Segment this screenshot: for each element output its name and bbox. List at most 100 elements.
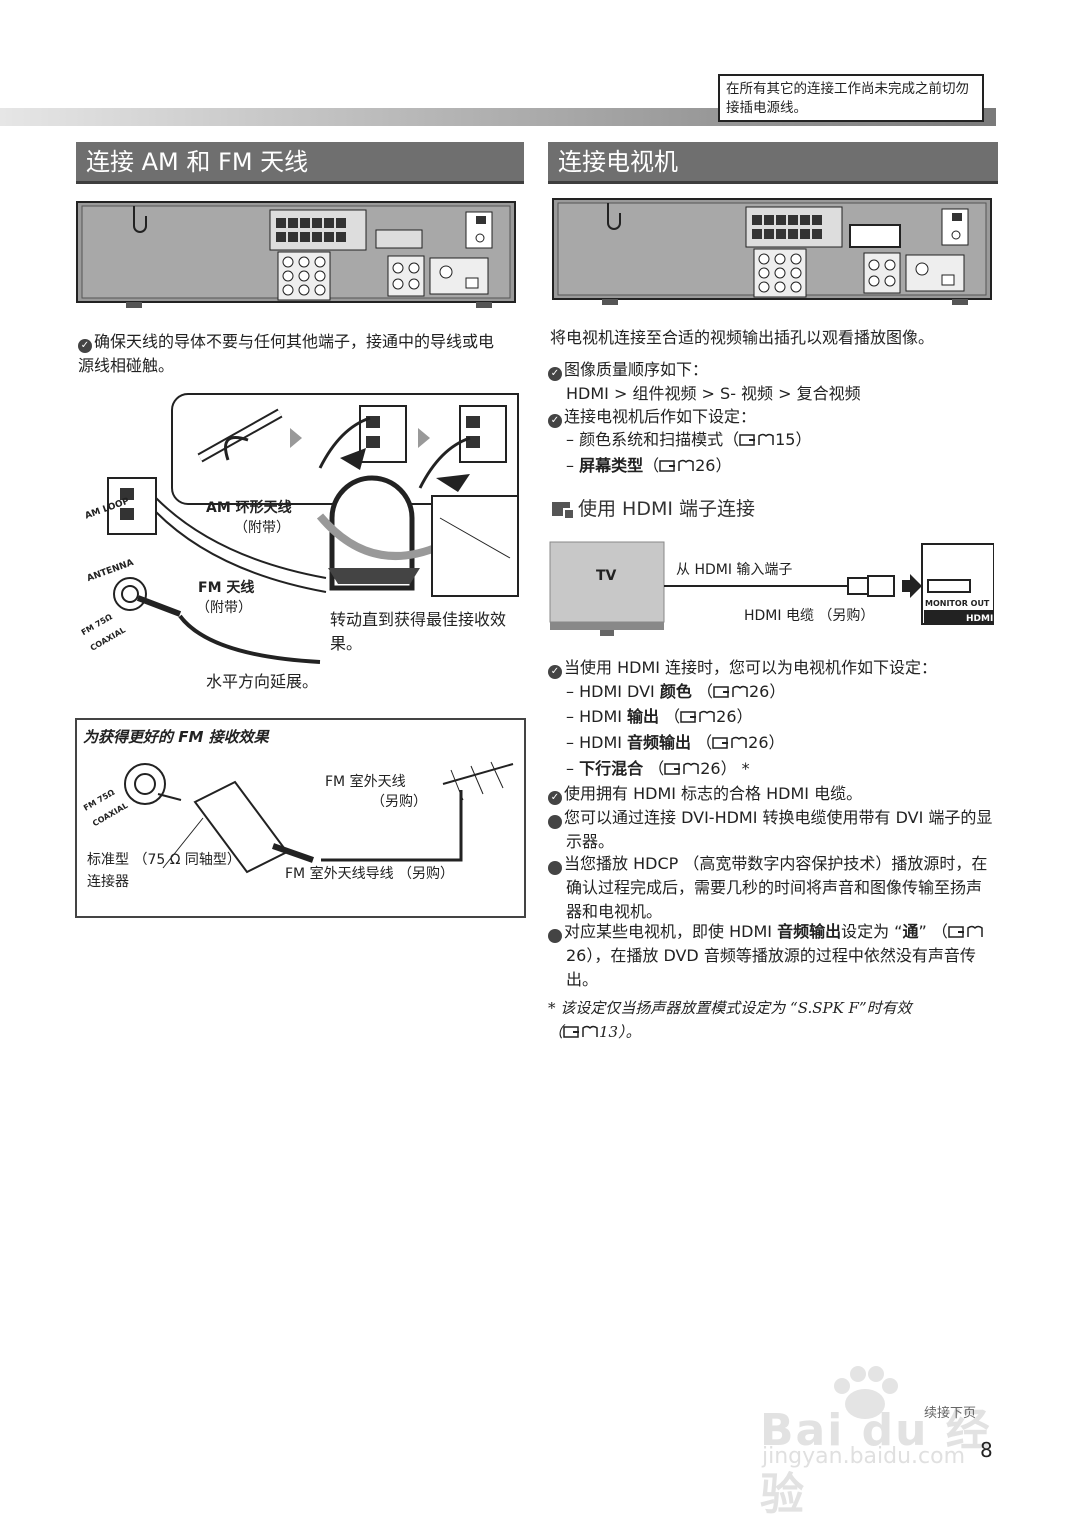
hdmi-settings-intro: ✓当使用 HDMI 连接时，您可以为电视机作如下设定： [548,656,937,680]
text-part: 设定为 “ [841,922,903,941]
text-part: 对应某些电视机，即使 HDMI [564,922,778,941]
hdmi-setting-item: – HDMI DVI 颜色 （26） [566,682,786,701]
standard-connector-label-1: 标准型 （75 Ω 同轴型） [87,852,241,868]
check-bullet-icon: ✓ [548,367,562,381]
audio-output-note: ✓对应某些电视机，即使 HDMI 音频输出设定为 “通” （ 26），在播放 DV… [542,920,994,992]
hdmi-port-label: HDMI [966,614,994,624]
am-loop-antenna-label: AM 环形天线 [206,500,292,516]
dvi-note-text: 您可以通过连接 DVI-HDMI 转换电缆使用带有 DVI 端子的显示器。 [564,808,993,851]
lead-wire-label: FM 室外天线导线 （另购） [285,866,455,882]
item-bold: 输出 [627,707,660,726]
continued-label: 续接下页 [924,1406,977,1421]
certified-cable-note: ✓使用拥有 HDMI 标志的合格 HDMI 电缆。 [548,782,994,806]
page-ref: 13）。 [599,1023,641,1041]
paw-logo-icon [834,1366,898,1419]
setting-screen-type: – 屏幕类型（26） [566,454,732,478]
reference-icon [739,433,774,446]
footnote-line-2: （13）。 [548,1023,641,1041]
page-ref: 26） * [700,759,750,778]
screen-type-label: 屏幕类型 [579,456,644,475]
dvi-note: ✓您可以通过连接 DVI-HDMI 转换电缆使用带有 DVI 端子的显示器。 [542,806,994,854]
fm-reception-box: 为获得更好的 FM 接收效果 FM 75Ω COAXIAL FM 室外天线 （另… [75,718,526,918]
item-prefix: – HDMI [566,707,628,726]
watermark-url: jingyan.baidu.com [762,1444,966,1469]
setting-color-system: – 颜色系统和扫描模式（ 15） [566,428,811,452]
check-bullet-icon: ✓ [542,815,562,829]
text-bold: 音频输出 [777,922,842,941]
check-bullet-icon: ✓ [542,861,562,875]
setting-color-system-text: – 颜色系统和扫描模式（ [566,430,740,449]
fm-supplied-label: （附带） [196,600,252,616]
item-prefix: – HDMI [566,733,628,752]
quality-order-text: 图像质量顺序如下： [564,360,709,379]
outdoor-antenna-label: FM 室外天线 [325,774,406,790]
footnote-line-1: * 该设定仅当扬声器放置模式设定为 “S.SPK F”时有效 [548,999,912,1017]
receiver-rear-panel-left [76,201,516,308]
page-ref: 15） [775,430,812,449]
text-bold: 通 [902,922,919,941]
certified-cable-text: 使用拥有 HDMI 标志的合格 HDMI 电缆。 [564,784,863,803]
item-prefix: – [566,759,580,778]
check-bullet-icon: ✓ [548,665,562,679]
warning-text: 在所有其它的连接工作尚未完成之前切勿接插电源线。 [726,81,969,116]
item-prefix: – HDMI DVI [566,682,660,701]
text-part: ” （ [918,922,948,941]
page-ref: 26） [695,456,732,475]
footnote: * 该设定仅当扬声器放置模式设定为 “S.SPK F”时有效 （13）。 [548,996,998,1044]
tv-label: TV [596,568,617,584]
page-number: 8 [980,1438,993,1462]
tv-intro: 将电视机连接至合适的视频输出插孔以观看播放图像。 [550,328,935,347]
after-connect-settings: ✓连接电视机后作如下设定： [548,405,756,429]
section-title-tv: 连接电视机 [548,142,998,184]
hdmi-setting-item: – HDMI 音频输出 （26） [566,733,785,752]
reference-icon [563,1025,598,1038]
warning-box: 在所有其它的连接工作尚未完成之前切勿接插电源线。 [718,74,984,122]
hdmi-subheading: 使用 HDMI 端子连接 [552,494,755,521]
hdcp-note: ✓当您播放 HDCP （高宽带数字内容保护技术）播放源时，在确认过程完成后，需要… [542,852,994,924]
hdmi-setting-item: – HDMI 输出 （26） [566,707,753,726]
reference-icon [948,925,983,938]
page-ref: 26） [716,707,753,726]
text-part: 26），在播放 DVD 音频等播放源的过程中依然没有声音传出。 [566,946,976,989]
baidu-watermark: Bai du 经验 jingyan.baidu.com [760,1366,1030,1518]
fm-box-title: 为获得更好的 FM 接收效果 [83,728,269,746]
quality-order-detail: HDMI > 组件视频 > S- 视频 > 复合视频 [566,384,861,403]
hdmi-connection-diagram [549,541,994,636]
page-ref: 26） [748,733,785,752]
reference-icon [664,762,699,775]
item-bold: 下行混合 [579,759,644,778]
reference-icon [659,459,694,472]
fm-outdoor-antenna-illustration [124,761,514,874]
reference-icon [680,710,715,723]
watermark-brand: Bai du 经验 [760,1405,992,1518]
page-ref: 26） [748,682,786,701]
monitor-out-label: MONITOR OUT [925,599,990,608]
after-connect-text: 连接电视机后作如下设定： [564,407,757,426]
check-bullet-icon: ✓ [548,414,562,428]
antenna-caution-text: 确保天线的导体不要与任何其他端子，接通中的导线或电源线相碰触。 [78,332,495,375]
check-bullet-icon: ✓ [542,929,562,943]
from-hdmi-label: 从 HDMI 输入端子 [676,562,793,578]
extend-instruction: 水平方向延展。 [206,672,319,691]
reference-icon [713,685,748,698]
quality-order: ✓图像质量顺序如下： [548,358,708,382]
hdmi-cable-label: HDMI 电缆 （另购） [744,608,875,624]
item-bold: 颜色 [659,682,692,701]
item-bold: 音频输出 [627,733,692,752]
antenna-caution: ✓确保天线的导体不要与任何其他端子，接通中的导线或电源线相碰触。 [78,330,508,378]
antenna-connection-illustration [107,393,519,664]
rotate-instruction: 转动直到获得最佳接收效果。 [330,610,507,653]
hdmi-subheading-text: 使用 HDMI 端子连接 [578,498,755,520]
outdoor-purchased-label: （另购） [371,794,427,810]
hdmi-setting-item: – 下行混合 （26） * [566,759,750,778]
section-title-antenna: 连接 AM 和 FM 天线 [76,142,524,184]
check-bullet-icon: ✓ [78,339,92,353]
receiver-rear-panel-right [552,198,992,305]
reference-icon [712,736,747,749]
hdcp-note-text: 当您播放 HDCP （高宽带数字内容保护技术）播放源时，在确认过程完成后，需要几… [564,854,988,921]
paren: （ [643,456,660,475]
section-marker-icon [552,502,575,520]
check-bullet-icon: ✓ [548,791,562,805]
am-supplied-label: （附带） [234,520,290,536]
standard-connector-label-2: 连接器 [87,874,129,890]
